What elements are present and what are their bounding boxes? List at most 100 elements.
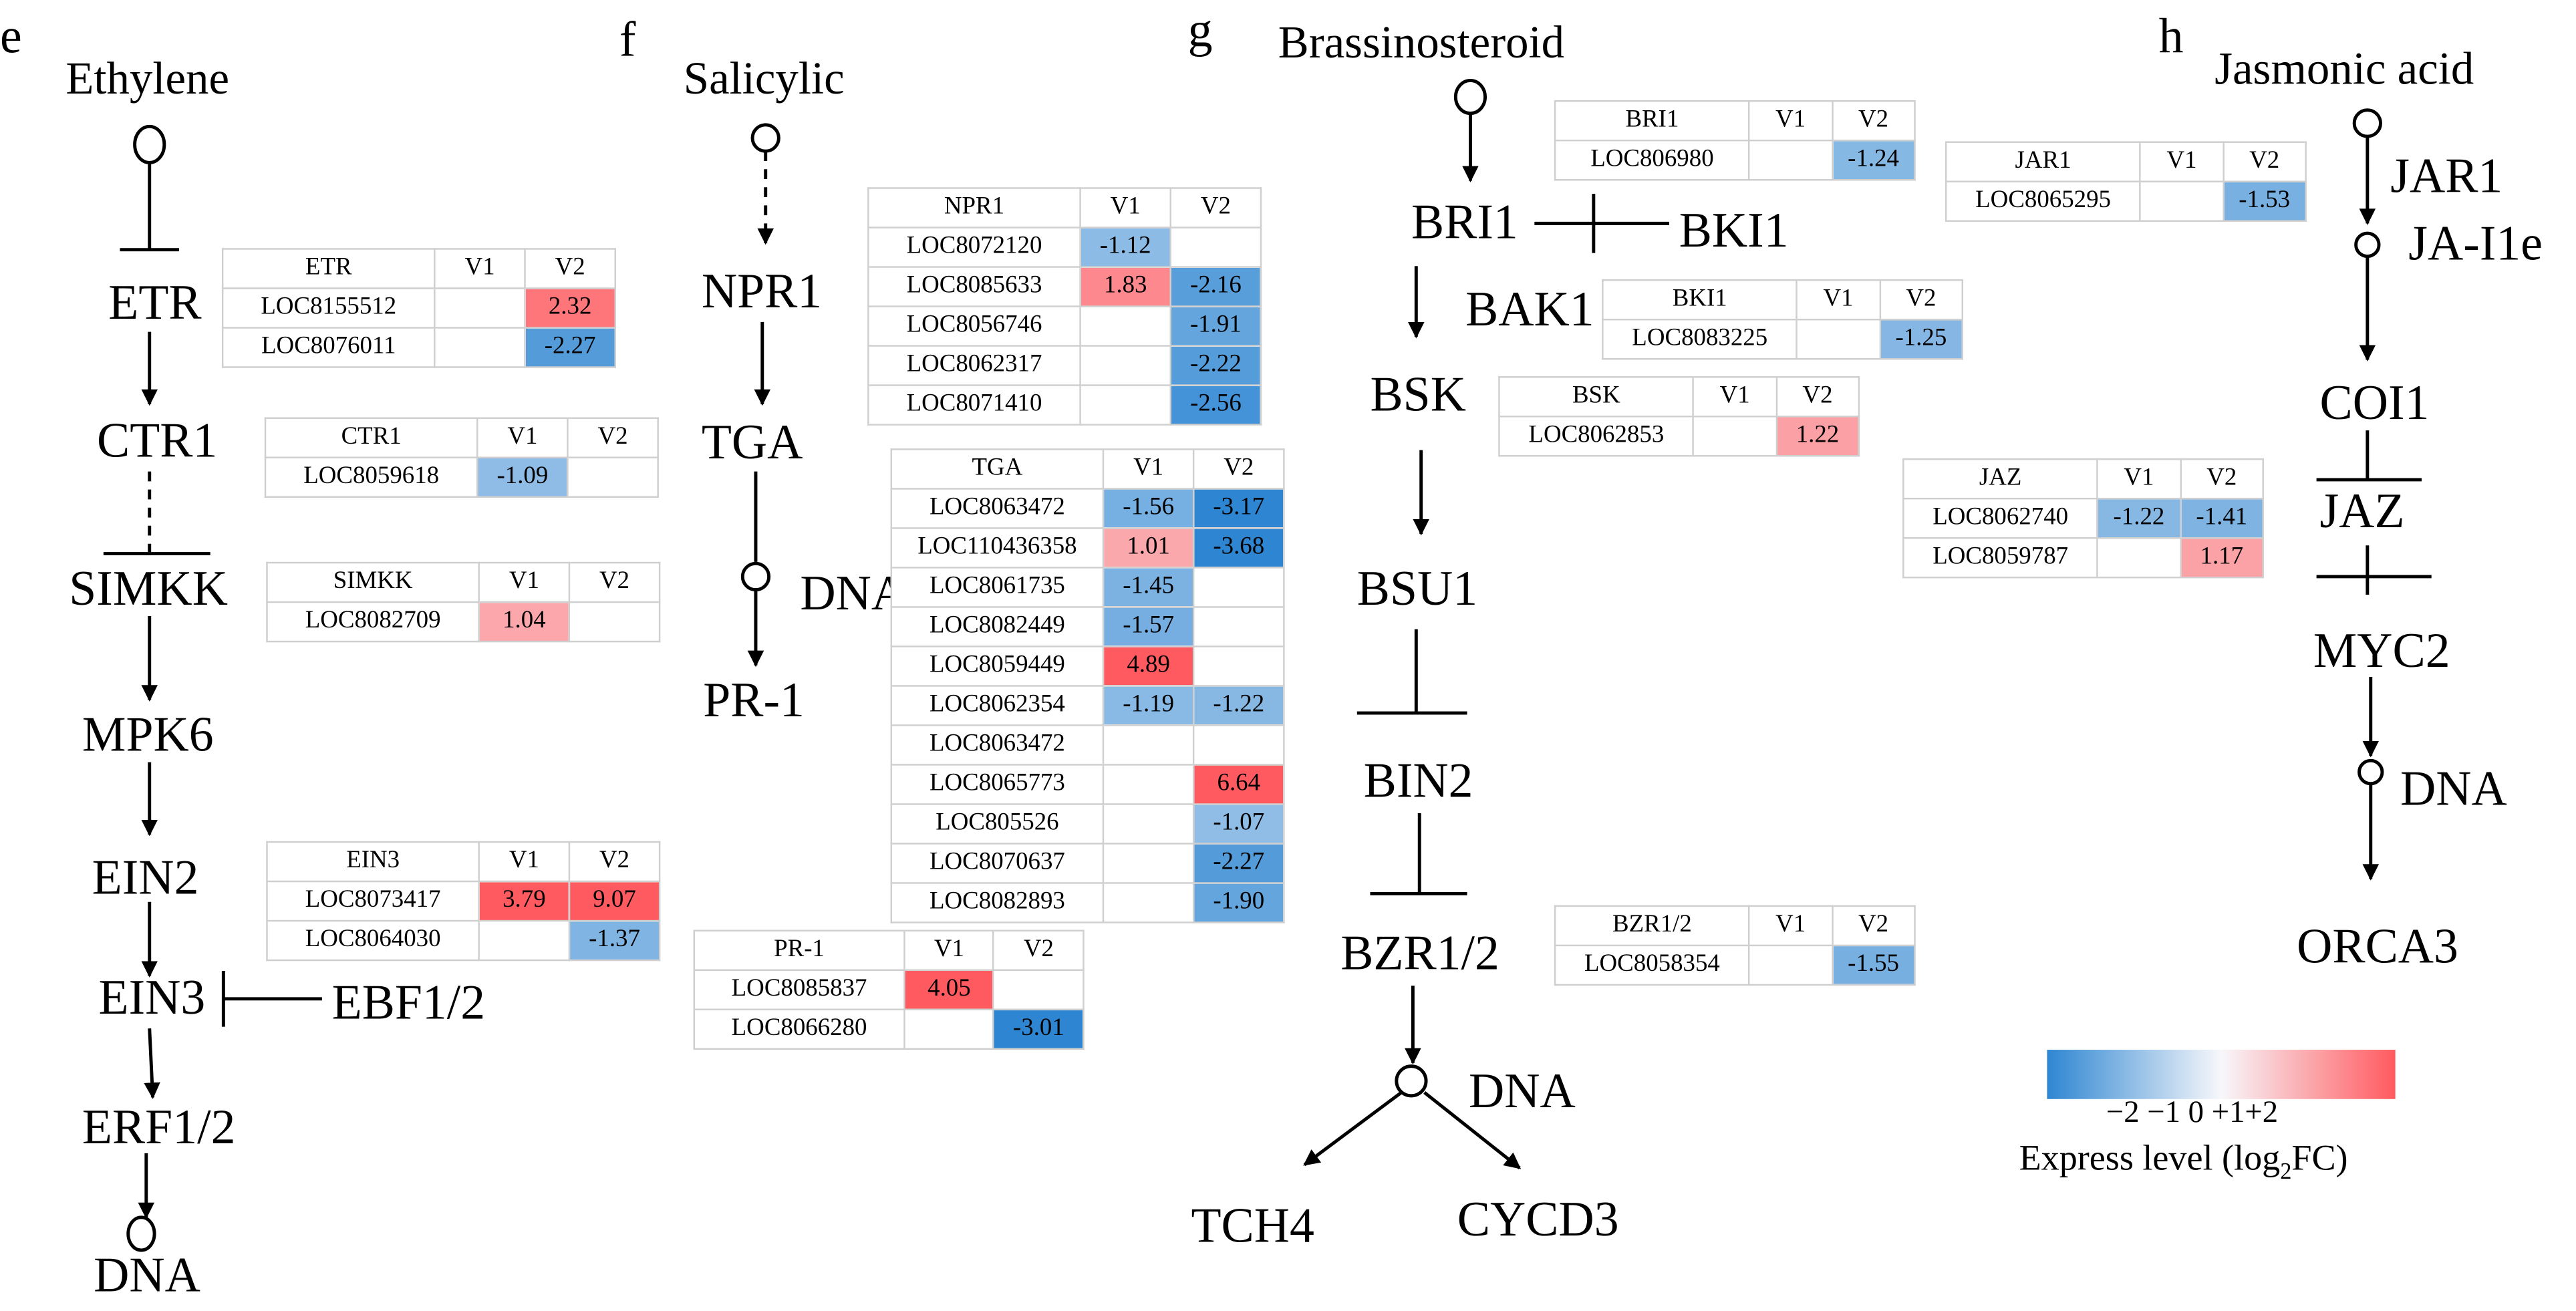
gene-id-cell: LOC8072120 [867, 227, 1081, 268]
table-header-cell: V2 [568, 841, 661, 883]
fold-change-cell [1079, 305, 1172, 347]
table-row: LOC8066280-3.01 [693, 1008, 1085, 1050]
e-node-ein2: EIN2 [92, 851, 199, 905]
g-node-bzr12: BZR1/2 [1340, 926, 1499, 981]
gene-id-cell: LOC8059787 [1902, 537, 2099, 579]
table-header-cell: CTR1 [264, 417, 478, 458]
gene-id-cell: LOC8063472 [890, 724, 1105, 766]
f-dna-node [740, 561, 771, 592]
gene-id-cell: LOC806980 [1554, 139, 1751, 181]
gene-id-cell: LOC8062354 [890, 685, 1105, 726]
gene-id-cell: LOC8073417 [266, 880, 480, 922]
fold-change-cell: -1.45 [1102, 567, 1195, 608]
table-row: LOC8070637-2.27 [890, 843, 1285, 884]
fold-change-cell [2139, 180, 2225, 222]
g-node-bin2: BIN2 [1363, 754, 1473, 809]
fold-change-cell [478, 919, 571, 962]
table-header-cell: V2 [567, 417, 659, 458]
e-node-ebf12: EBF1/2 [331, 976, 486, 1030]
fold-change-cell: -1.09 [476, 456, 569, 498]
fold-change-cell: -1.56 [1102, 488, 1195, 529]
table-row: LOC8062354-1.19-1.22 [890, 685, 1285, 726]
table-header-cell: JAZ [1902, 458, 2099, 500]
table-header-cell: V1 [2139, 141, 2225, 182]
fold-change-cell: 9.07 [568, 880, 661, 922]
fold-change-cell [1169, 227, 1262, 268]
gene-id-cell: LOC8076011 [221, 327, 436, 368]
gene-id-cell: LOC8063472 [890, 488, 1105, 529]
h-node-coi1: COI1 [2319, 376, 2430, 431]
g-brassinosteroid-node [1453, 79, 1487, 116]
h-node-myc2: MYC2 [2313, 624, 2450, 679]
fold-change-cell: -1.25 [1878, 318, 1964, 360]
table-header-cell: V1 [903, 929, 995, 972]
table-row: LOC8064030-1.37 [266, 919, 661, 962]
fold-change-cell [2096, 537, 2182, 579]
table-header-cell: V2 [2179, 458, 2264, 500]
gene-id-cell: LOC8071410 [867, 384, 1081, 426]
table-header-cell: NPR1 [867, 187, 1081, 229]
h-node-jaz: JAZ [2319, 484, 2405, 539]
gene-id-cell: LOC8059618 [264, 456, 478, 498]
gene-id-cell: LOC8062740 [1902, 497, 2099, 539]
fold-change-cell: 1.04 [478, 601, 571, 643]
fold-change-cell [1748, 944, 1833, 986]
table-header-cell: EIN3 [266, 841, 480, 883]
f-node-tga: TGA [701, 416, 803, 470]
color-scale-label: Express level (log2FC) [2019, 1137, 2348, 1185]
table-header-cell: V1 [434, 248, 526, 289]
fold-change-cell: -1.24 [1831, 139, 1916, 181]
table-header-cell: TGA [890, 448, 1105, 490]
fold-change-cell [567, 456, 659, 498]
table-header-cell: V2 [1878, 279, 1964, 321]
fold-change-cell: -2.27 [524, 327, 616, 368]
gene-id-cell: LOC8062853 [1498, 416, 1695, 457]
f-node-dna: DNA [800, 567, 907, 621]
table-row: LOC8059618-1.09 [264, 456, 659, 498]
table-header-cell: V2 [524, 248, 616, 289]
e-ethylene-node [133, 124, 166, 164]
table-row: LOC8071410-2.56 [867, 384, 1262, 426]
fold-change-cell [1102, 882, 1195, 923]
h-node-jaile: JA-I1e [2408, 216, 2543, 271]
gene-id-cell: LOC8062317 [867, 345, 1081, 386]
h-title: Jasmonic acid [2214, 44, 2474, 96]
fold-change-cell: -1.91 [1169, 305, 1262, 347]
gene-id-cell: LOC8064030 [266, 919, 480, 962]
f-title: Salicylic [683, 54, 845, 106]
f-node-npr1: NPR1 [701, 264, 823, 319]
fold-change-cell: -1.19 [1102, 685, 1195, 726]
e-node-dna: DNA [94, 1248, 200, 1303]
table-header-cell: V2 [1831, 905, 1916, 947]
fold-change-cell: -1.22 [1192, 685, 1285, 726]
table-header-cell: V1 [1102, 448, 1195, 490]
table-header-cell: V1 [478, 841, 571, 883]
table-header-cell: V2 [993, 929, 1085, 972]
gene-id-cell: LOC8066280 [693, 1008, 905, 1050]
h-node-dna: DNA [2400, 762, 2507, 817]
table-row: LOC805526-1.07 [890, 803, 1285, 845]
g-node-tch4: TCH4 [1191, 1199, 1314, 1254]
table-header-cell: V1 [1796, 279, 1881, 321]
e-title: Ethylene [65, 54, 230, 106]
h-panel-letter: h [2158, 9, 2184, 64]
gene-id-cell: LOC8070637 [890, 843, 1105, 884]
table-header-cell: V2 [1192, 448, 1285, 490]
table-row: LOC806980 -1.24 [1554, 139, 1916, 181]
table-header-cell: SIMKK [266, 561, 480, 603]
fold-change-cell: -2.16 [1169, 266, 1262, 307]
table-header-cell: BZR1/2 [1554, 905, 1751, 947]
table-header-cell: V2 [2222, 141, 2307, 182]
fold-change-cell [1796, 318, 1881, 360]
